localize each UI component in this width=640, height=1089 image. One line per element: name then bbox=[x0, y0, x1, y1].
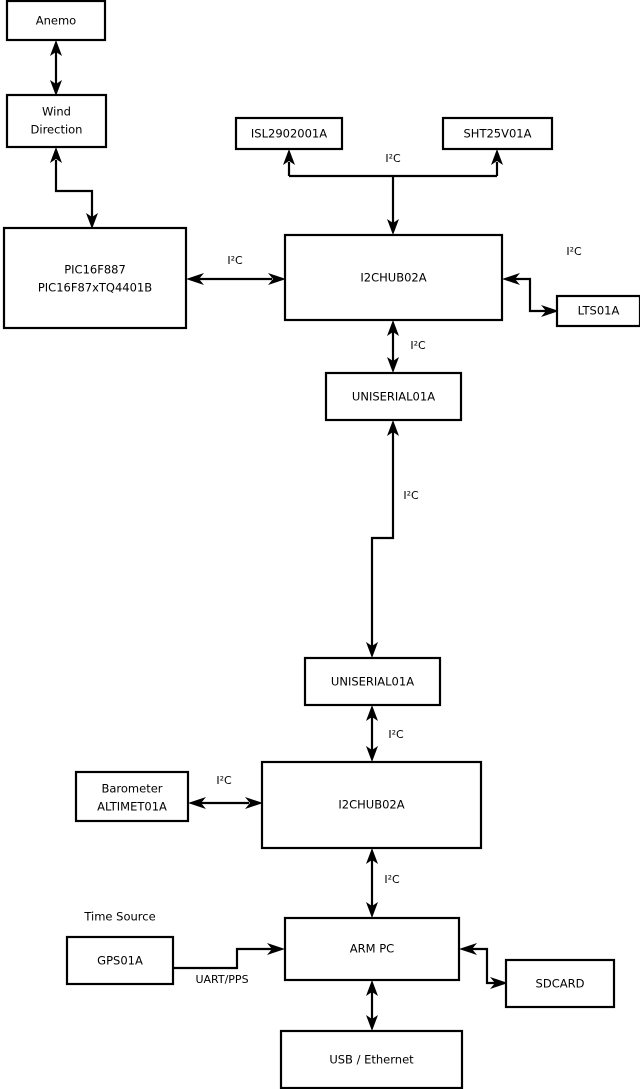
arrowhead-right-sdcard bbox=[490, 977, 508, 989]
node-wind-direction[interactable]: Wind Direction bbox=[5, 93, 108, 149]
arrowhead-down bbox=[366, 746, 378, 762]
arrowhead-up bbox=[366, 705, 378, 721]
arrowhead-down bbox=[86, 213, 98, 229]
edge-label-hubbottom-armpc: I²C bbox=[384, 873, 400, 886]
edge-armpc-usbeth bbox=[366, 980, 378, 1031]
node-label-arm-pc: ARM PC bbox=[350, 942, 394, 956]
node-gps01a[interactable]: GPS01A bbox=[65, 935, 175, 986]
node-isl2902001a[interactable]: ISL2902001A bbox=[234, 116, 344, 151]
node-uniserial01a-top[interactable]: UNISERIAL01A bbox=[324, 371, 463, 422]
edge-armpc-sdcard bbox=[459, 943, 508, 989]
node-label-lts01a: LTS01A bbox=[578, 304, 620, 318]
edge-wind-pic bbox=[50, 147, 98, 229]
arrowhead-up bbox=[50, 147, 62, 163]
arrowhead-up-isl bbox=[283, 149, 295, 165]
edge-hubtop-uniserial1: I²C bbox=[387, 320, 426, 373]
arrowhead-left-armpc bbox=[459, 943, 477, 955]
node-label-pic-line1: PIC16F887 bbox=[64, 263, 126, 277]
arrowhead-left bbox=[186, 273, 204, 285]
edge-label-barometer-hubbottom: I²C bbox=[216, 774, 232, 787]
node-pic-mcu[interactable]: PIC16F887 PIC16F87xTQ4401B bbox=[2, 226, 188, 330]
node-arm-pc[interactable]: ARM PC bbox=[283, 916, 461, 982]
arrowhead-up bbox=[387, 420, 399, 436]
edge-uniserial1-uniserial2: I²C bbox=[366, 420, 419, 658]
node-label-wind-direction-line1: Wind bbox=[42, 105, 71, 119]
edge-label-hubtop-uniserial1: I²C bbox=[410, 339, 426, 352]
arrowhead-down bbox=[366, 902, 378, 918]
label-time-source: Time Source bbox=[83, 910, 155, 924]
arrowhead-right bbox=[267, 943, 285, 955]
arrowhead-down bbox=[50, 80, 62, 96]
arrowhead-left-hub bbox=[502, 273, 520, 285]
edge-pic-hub-top: I²C bbox=[186, 254, 286, 285]
node-label-wind-direction-line2: Direction bbox=[31, 123, 83, 137]
edge-label-uniserial1-uniserial2: I²C bbox=[403, 489, 419, 502]
node-label-isl2902001a: ISL2902001A bbox=[251, 127, 327, 141]
arrowhead-up-sht bbox=[491, 149, 503, 165]
arrowhead-right-lts bbox=[541, 305, 559, 317]
node-sdcard[interactable]: SDCARD bbox=[504, 958, 616, 1009]
arrowhead-down bbox=[366, 642, 378, 658]
arrowhead-up bbox=[366, 980, 378, 996]
node-label-pic-line2: PIC16F87xTQ4401B bbox=[38, 281, 152, 295]
edge-gps-armpc: UART/PPS bbox=[173, 943, 285, 986]
node-label-gps01a: GPS01A bbox=[97, 954, 143, 968]
node-label-uniserial01a-top: UNISERIAL01A bbox=[352, 390, 435, 404]
node-lts01a[interactable]: LTS01A bbox=[555, 294, 640, 328]
node-uniserial01a-bottom[interactable]: UNISERIAL01A bbox=[303, 656, 442, 707]
node-anemo[interactable]: Anemo bbox=[5, 0, 107, 42]
edge-label-gps-armpc: UART/PPS bbox=[195, 973, 248, 986]
edge-hub-lts: I²C bbox=[502, 245, 582, 317]
node-label-anemo: Anemo bbox=[36, 14, 76, 28]
edge-label-uniserial2-hubbottom: I²C bbox=[388, 728, 404, 741]
arrowhead-up bbox=[366, 848, 378, 864]
arrowhead-down-hub bbox=[387, 219, 399, 235]
node-label-sdcard: SDCARD bbox=[536, 977, 585, 991]
node-label-sht25v01a: SHT25V01A bbox=[464, 127, 532, 141]
edge-hubbottom-armpc: I²C bbox=[366, 848, 400, 918]
edge-uniserial2-hubbottom: I²C bbox=[366, 705, 404, 762]
edge-label-pic-hub: I²C bbox=[227, 254, 243, 267]
node-label-usb-ethernet: USB / Ethernet bbox=[329, 1053, 414, 1067]
arrowhead-up bbox=[387, 320, 399, 336]
node-label-i2chub02a-top: I2CHUB02A bbox=[360, 271, 426, 285]
node-label-uniserial01a-bottom: UNISERIAL01A bbox=[331, 675, 414, 689]
arrowhead-down bbox=[366, 1015, 378, 1031]
edge-barometer-hubbottom: I²C bbox=[188, 774, 263, 809]
node-label-barometer-line1: Barometer bbox=[101, 782, 162, 796]
node-barometer-altimet01a[interactable]: Barometer ALTIMET01A bbox=[74, 770, 190, 823]
arrowhead-down bbox=[387, 357, 399, 373]
edge-label-hub-lts: I²C bbox=[566, 245, 582, 258]
edge-anemo-wind bbox=[50, 40, 62, 96]
edge-label-hub-isl-sht: I²C bbox=[385, 152, 401, 165]
node-i2chub02a-top[interactable]: I2CHUB02A bbox=[283, 233, 504, 322]
edge-hub-isl-sht-bus: I²C bbox=[283, 149, 503, 235]
arrowhead-left bbox=[188, 797, 206, 809]
node-label-barometer-line2: ALTIMET01A bbox=[97, 800, 167, 814]
node-i2chub02a-bottom[interactable]: I2CHUB02A bbox=[260, 760, 483, 850]
arrowhead-right bbox=[268, 273, 286, 285]
node-label-i2chub02a-bottom: I2CHUB02A bbox=[338, 798, 404, 812]
node-usb-ethernet[interactable]: USB / Ethernet bbox=[279, 1029, 464, 1089]
arrowhead-up bbox=[50, 40, 62, 56]
arrowhead-right bbox=[245, 797, 263, 809]
node-sht25v01a[interactable]: SHT25V01A bbox=[441, 116, 554, 151]
